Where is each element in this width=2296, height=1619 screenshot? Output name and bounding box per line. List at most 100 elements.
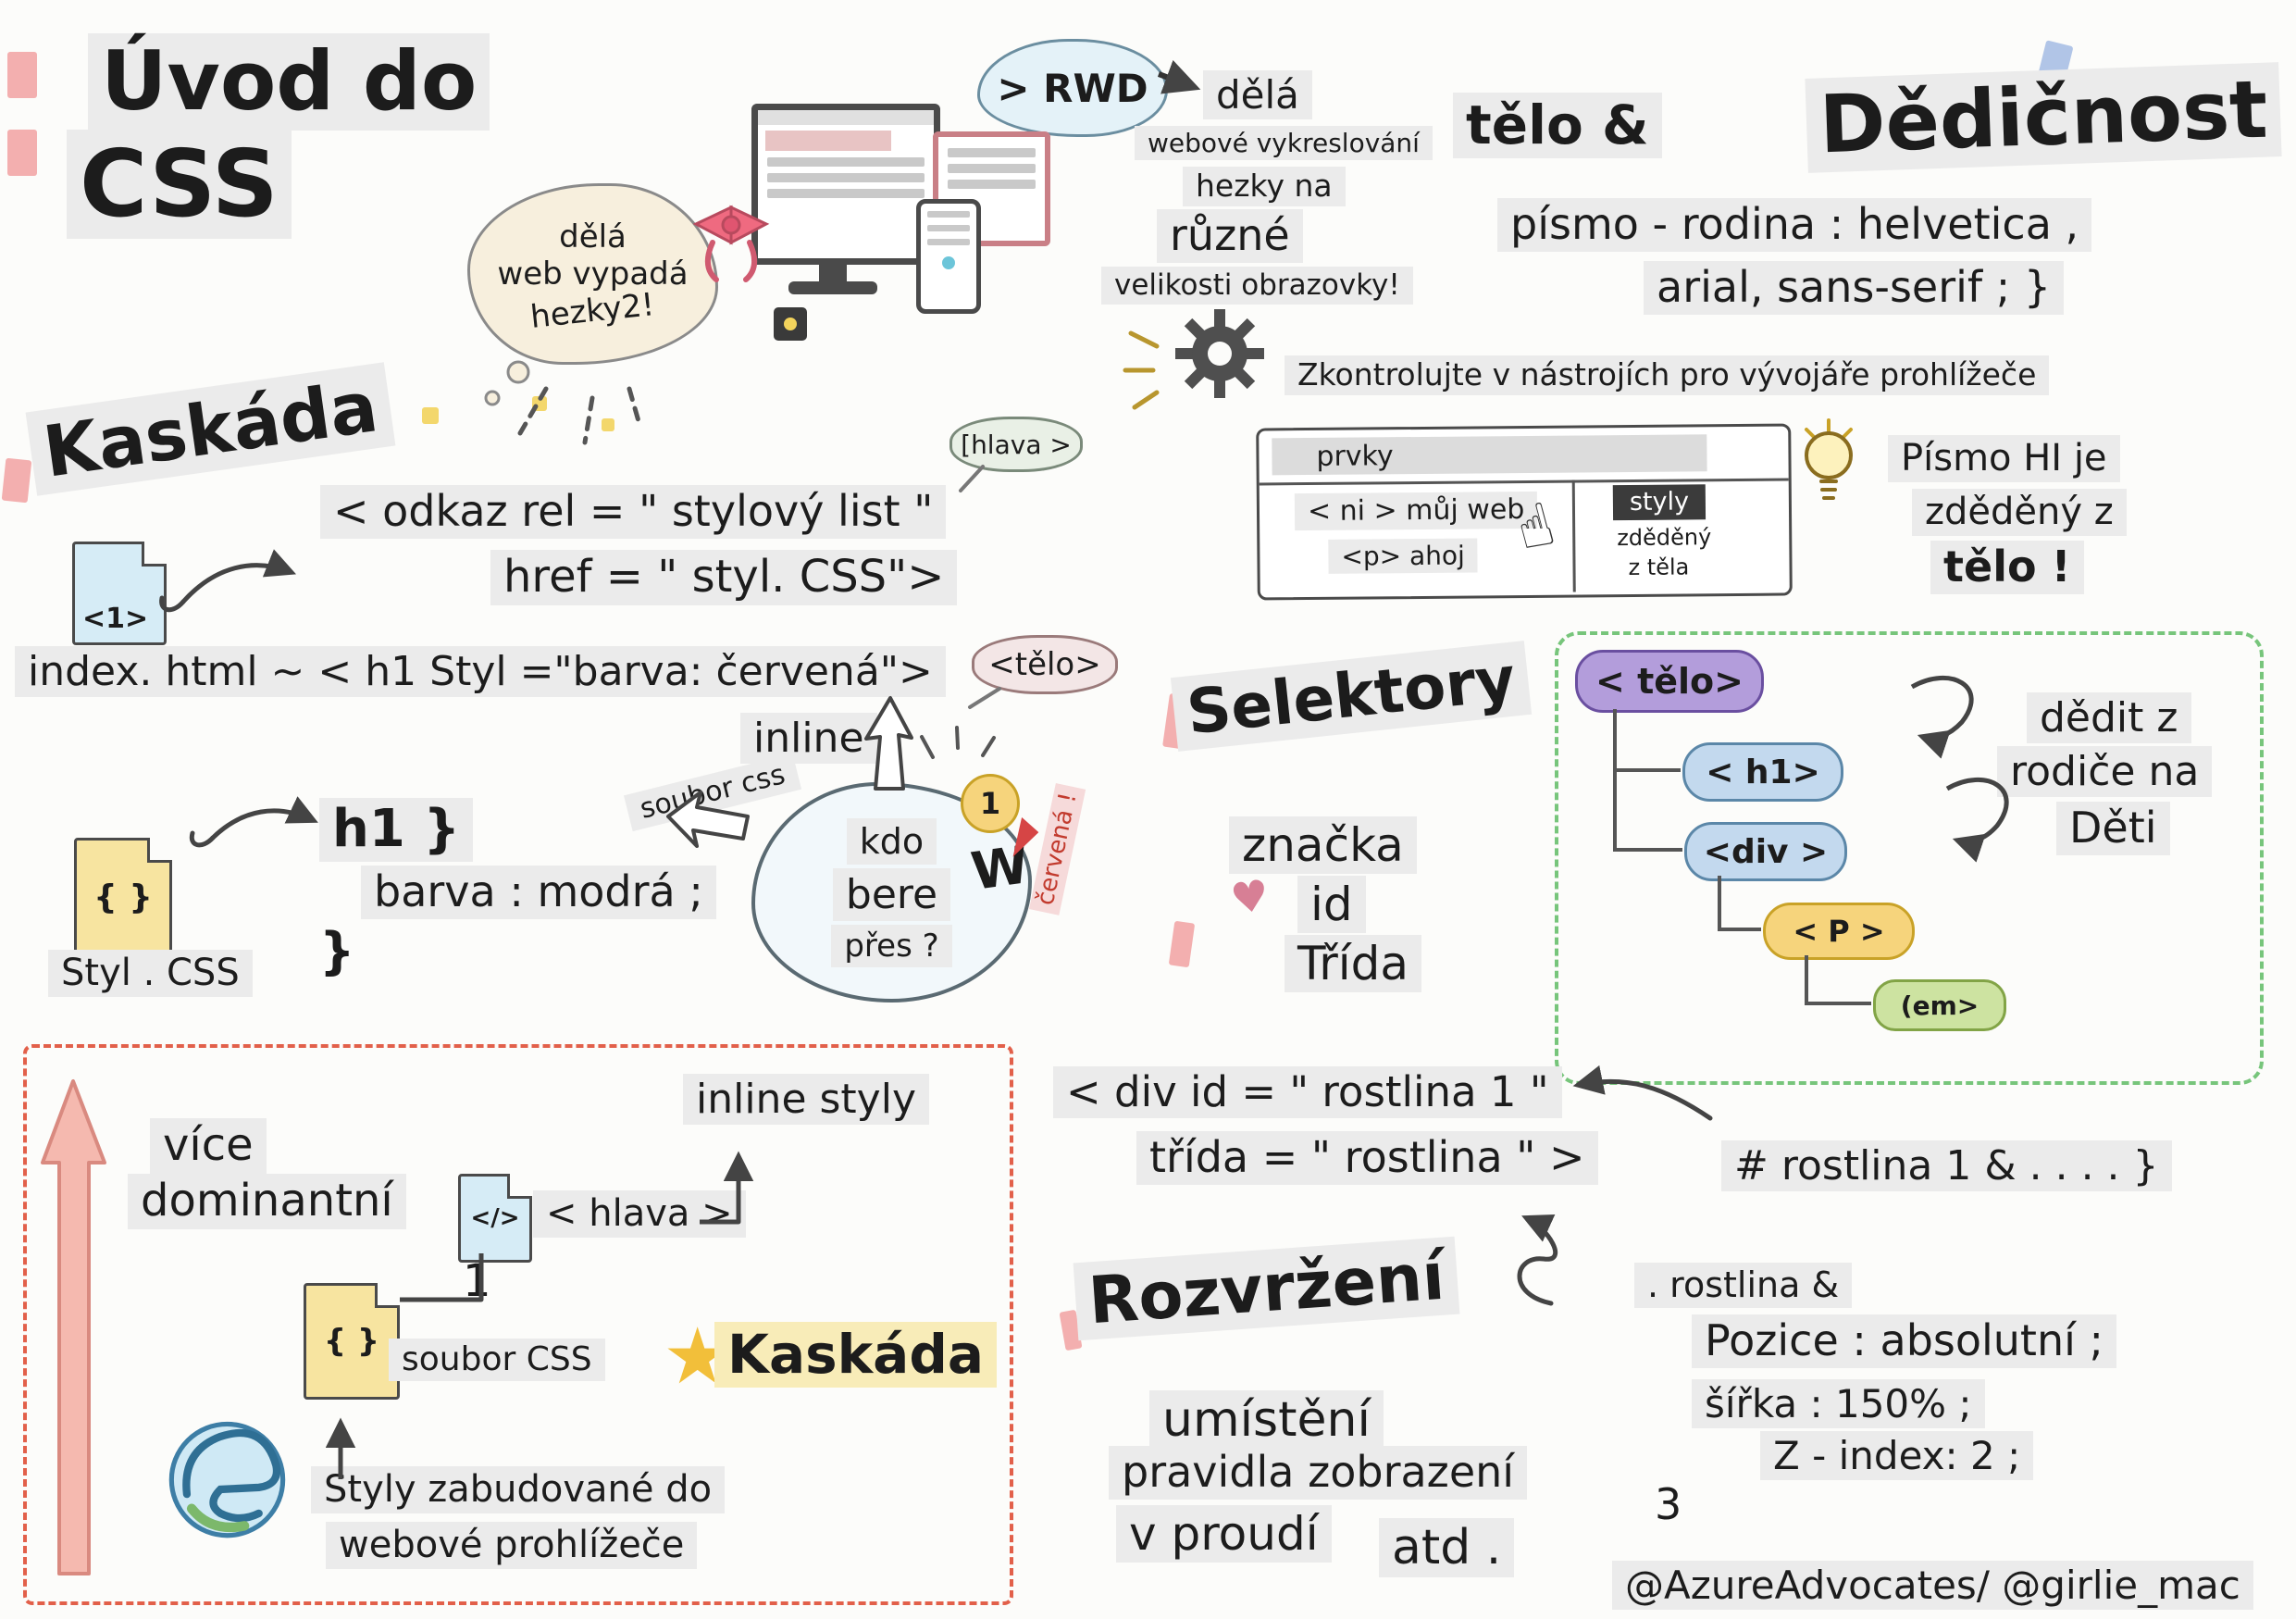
etc-label: atd . bbox=[1379, 1518, 1515, 1578]
builtin-styles-line2: webové prohlížeče bbox=[326, 1522, 698, 1569]
page-title-line2: CSS bbox=[67, 130, 292, 239]
phone-icon bbox=[916, 199, 981, 314]
blob-line3: přes ? bbox=[831, 924, 952, 967]
priority-number-one: 1 bbox=[463, 1255, 491, 1307]
credit-handle: @AzureAdvocates/ @girlie_mac bbox=[1612, 1561, 2253, 1611]
devtools-divider-v bbox=[1571, 479, 1576, 592]
html-file-icon: <1> bbox=[72, 542, 167, 645]
head-doc-label: </> bbox=[470, 1204, 520, 1232]
tree-node-h1: < h1> bbox=[1682, 742, 1843, 802]
inherit-caption-line2: rodiče na bbox=[1997, 746, 2213, 798]
rwd-various-label: různé bbox=[1157, 209, 1303, 263]
monitor-stand bbox=[819, 259, 847, 283]
tree-node-p: < P > bbox=[1763, 903, 1915, 960]
position-rule-code: Pozice : absolutní ; bbox=[1692, 1314, 2117, 1368]
css-file-caption: soubor CSS bbox=[389, 1339, 605, 1382]
inherit-caption-line3: Děti bbox=[2056, 802, 2170, 855]
heart-icon: ♥ bbox=[1227, 869, 1272, 925]
css-file-icon-2: { } bbox=[304, 1283, 400, 1400]
tree-node-body: < tělo> bbox=[1575, 650, 1764, 713]
specificity-brace: 3 bbox=[1655, 1479, 1682, 1529]
font-family-line2: arial, sans-serif ; } bbox=[1644, 261, 2065, 315]
devtools-elements-tab[interactable]: prvky bbox=[1272, 434, 1707, 476]
head-tag-label: < hlava > bbox=[533, 1190, 746, 1238]
pink-accent-mark bbox=[1, 457, 32, 504]
style-css-caption: Styl . CSS bbox=[48, 950, 253, 997]
head-doc-icon: </> bbox=[458, 1174, 532, 1263]
gear-icon bbox=[1173, 307, 1266, 404]
dominant-label: dominantní bbox=[128, 1174, 406, 1229]
index-html-code: index. html ~ < h1 Styl ="barva: červená… bbox=[15, 646, 946, 698]
cascade-title: Kaskáda bbox=[25, 362, 396, 496]
yellow-accent-mark bbox=[422, 407, 439, 424]
devtools-styles-tab[interactable]: styly bbox=[1612, 484, 1706, 521]
href-code: href = " styl. CSS"> bbox=[490, 550, 958, 605]
phone-content-bar bbox=[927, 239, 970, 245]
placement-label: umístění bbox=[1149, 1390, 1384, 1451]
tablet-content-bar bbox=[948, 164, 1036, 173]
page-title-line1: Úvod do bbox=[88, 33, 490, 131]
selector-class-label: Třída bbox=[1285, 935, 1422, 992]
selector-tag-label: značka bbox=[1229, 816, 1417, 874]
blob-line1: kdo bbox=[846, 817, 937, 865]
arrow-doc-to-h1 bbox=[189, 796, 318, 848]
bubble-text-2: web vypadá bbox=[497, 255, 689, 293]
tip-line1: Písmo HI je bbox=[1888, 435, 2120, 482]
class-attr-code: třída = " rostlina " > bbox=[1136, 1131, 1598, 1185]
medal-sparkles bbox=[920, 726, 996, 759]
html-file-label: <1> bbox=[82, 603, 149, 635]
monitor-content-bar bbox=[767, 173, 925, 182]
tree-node-em: (em> bbox=[1873, 979, 2006, 1031]
monitor-content-bar bbox=[767, 189, 925, 198]
tree-node-div-label: <div > bbox=[1703, 832, 1829, 871]
css-file-braces-2: { } bbox=[323, 1323, 380, 1360]
bubble-text-1: dělá bbox=[559, 218, 627, 255]
head-bubble-label: [hlava > bbox=[961, 429, 1072, 460]
tip-line3: tělo ! bbox=[1930, 541, 2084, 594]
monitor-base bbox=[788, 281, 877, 294]
pink-accent-mark bbox=[7, 52, 37, 98]
monitor-header-bar bbox=[758, 110, 934, 125]
more-label: více bbox=[150, 1118, 267, 1174]
tip-line2: zděděný z bbox=[1912, 489, 2127, 536]
cascade-priority-box bbox=[23, 1044, 1013, 1605]
selectors-title: Selektory bbox=[1170, 641, 1533, 752]
rwd-does-label: dělá bbox=[1203, 70, 1312, 120]
css-file-icon: { } bbox=[74, 838, 172, 956]
tree-node-body-label: < tělo> bbox=[1595, 661, 1744, 702]
body-speech-bubble: <tělo> bbox=[972, 635, 1118, 694]
inherit-caption-line1: dědit z bbox=[2027, 692, 2191, 744]
arrow-doc-to-link bbox=[159, 549, 297, 613]
builtin-styles-line1: Styly zabudované do bbox=[311, 1466, 726, 1513]
in-flow-label: v proudí bbox=[1116, 1505, 1332, 1563]
body-bubble-label: <tělo> bbox=[988, 646, 1101, 683]
tree-node-div: <div > bbox=[1684, 822, 1847, 881]
rwd-rendering-label: webové vykreslování bbox=[1135, 126, 1433, 161]
class-selector-code: . rostlina & bbox=[1634, 1263, 1853, 1308]
link-rel-code: < odkaz rel = " stylový list " bbox=[320, 485, 947, 539]
devtools-inherited-label: zděděný bbox=[1617, 524, 1712, 552]
id-selector-code: # rostlina 1 & . . . . } bbox=[1721, 1140, 2172, 1192]
cascade-label-bottom: Kaskáda bbox=[714, 1322, 997, 1388]
devtools-my-web-node[interactable]: < ni > můj web bbox=[1294, 491, 1538, 530]
devtools-hello-node[interactable]: <p> ahoj bbox=[1328, 538, 1478, 575]
rwd-screen-sizes-label: velikosti obrazovky! bbox=[1101, 267, 1413, 305]
tablet-content-bar bbox=[948, 180, 1036, 189]
head-speech-bubble: [hlava > bbox=[949, 417, 1083, 472]
arrow-class-squiggle bbox=[1517, 1214, 1558, 1306]
webcam-icon bbox=[774, 307, 807, 341]
devtools-from-body-label: z těla bbox=[1628, 554, 1690, 581]
medal-number: 1 bbox=[979, 786, 1001, 821]
tree-node-em-label: (em> bbox=[1900, 990, 1980, 1021]
edge-browser-icon bbox=[163, 1413, 292, 1546]
phone-home-button bbox=[942, 256, 955, 269]
arrow-id-selector-to-div bbox=[1572, 1065, 1713, 1121]
rwd-cloud-label: > RWD bbox=[997, 65, 1148, 111]
tree-node-p-label: < P > bbox=[1793, 914, 1885, 949]
closing-brace: } bbox=[319, 922, 355, 980]
gear-dashes bbox=[1123, 330, 1160, 410]
div-id-code: < div id = " rostlina 1 " bbox=[1053, 1066, 1562, 1119]
body-and-label: tělo & bbox=[1453, 93, 1662, 158]
blob-line2: bere bbox=[832, 867, 951, 921]
